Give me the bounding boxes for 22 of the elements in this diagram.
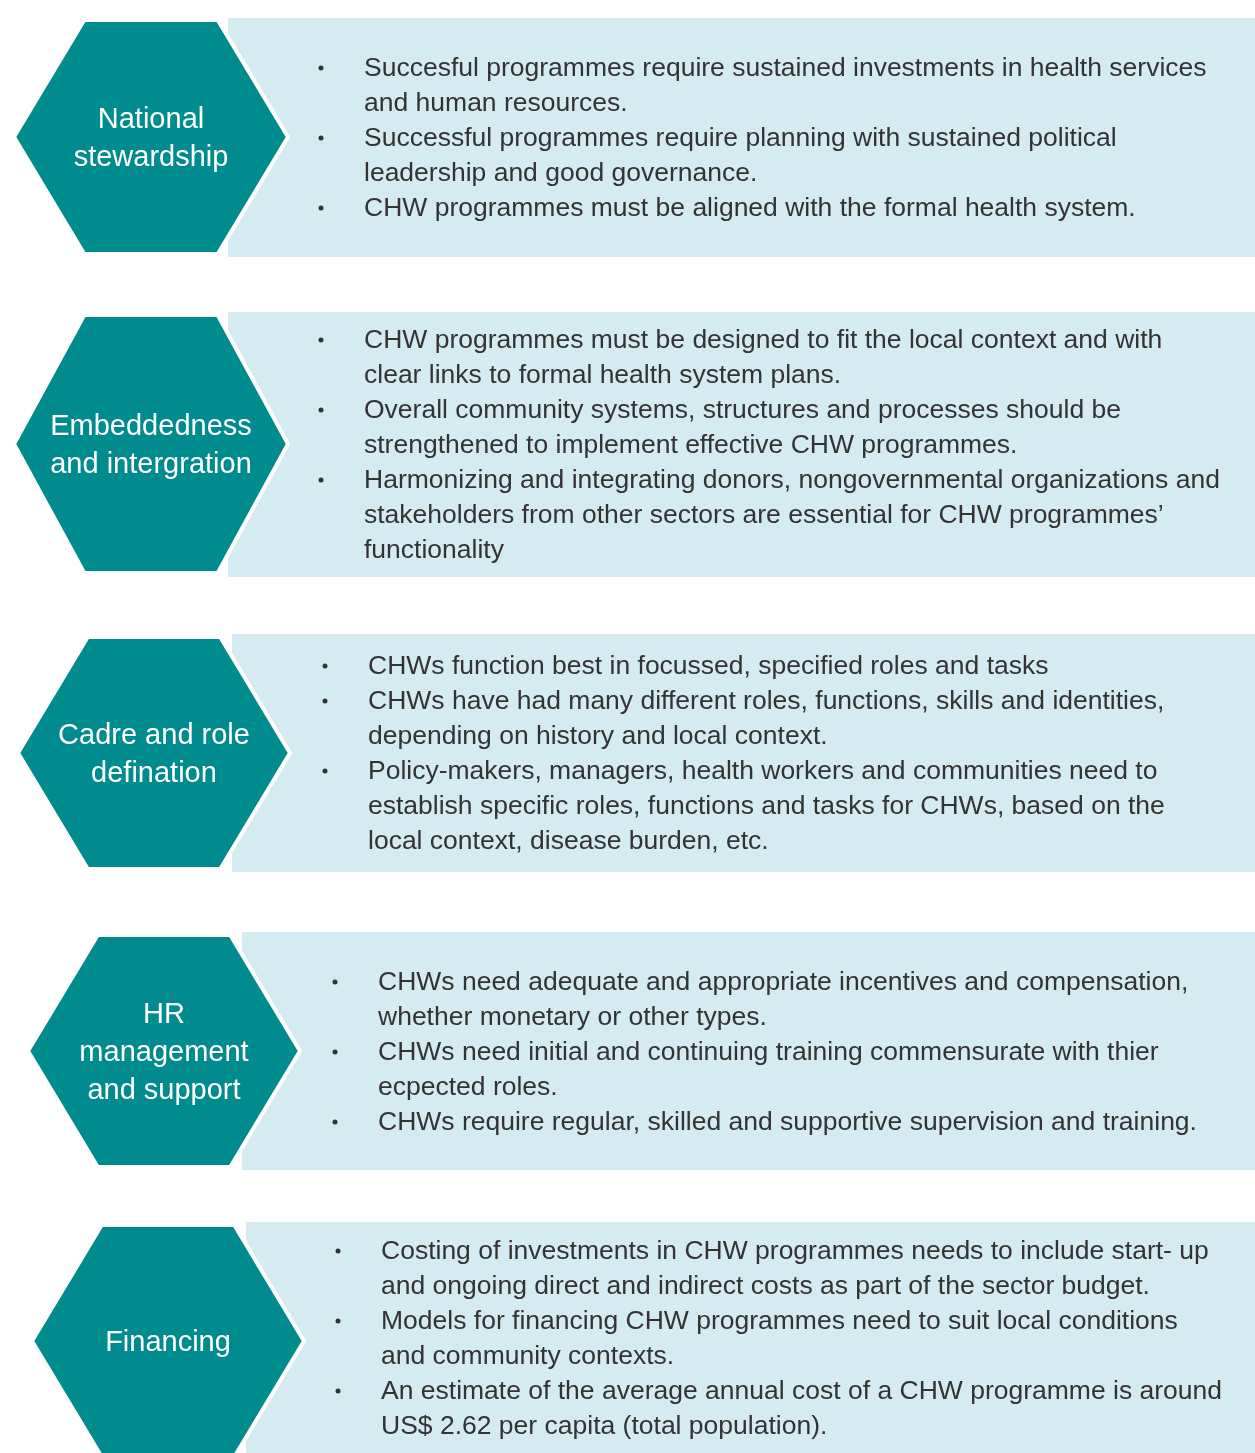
heading-text: Financing	[104, 1324, 232, 1359]
bullet-text: CHWs need initial and continuing training commensurate with thier ecpected roles.	[378, 1035, 1159, 1101]
bullet-text: Overall community systems, structures and processes should be strengthened to implement effective CHW programmes.	[364, 394, 1122, 459]
info-panel	[246, 1222, 1255, 1453]
bullet-text: Harmonizing and integrating donors, nongovernmental organizations and stakeholders from other sectors are essential for CHW programmes’ functionality	[364, 464, 1220, 564]
heading-text: HR management and support	[78, 996, 250, 1107]
bullet-text: Succesful programmes require sustained investments in health services and human resources.	[364, 52, 1207, 117]
bullet-text: CHW programmes must be aligned with the formal health system.	[364, 192, 1136, 222]
heading-text: Embeddedness and intergration	[49, 408, 253, 481]
heading-text: National stewardship	[72, 101, 230, 174]
bullet-text: CHWs require regular, skilled and supportive supervision and training.	[378, 1105, 1197, 1136]
bullet-text: CHWs function best in focussed, specified roles and tasks	[368, 650, 1049, 680]
heading-text: Cadre and role defination	[57, 717, 251, 790]
bullet-text: An estimate of the average annual cost of a CHW programme is around US$ 2.62 per capita (total population).	[381, 1374, 1223, 1440]
bullet-text: Policy-makers, managers, health workers and communities need to establish specific roles, functions and tasks for CHWs, based on the local context, disease burden, etc.	[368, 755, 1165, 855]
bullet-text: Models for financing CHW programmes need to suit local conditions and community contexts.	[381, 1304, 1178, 1370]
bullet-text: Successful programmes require planning with sustained political leadership and good governance.	[364, 122, 1117, 187]
bullet-text: CHW programmes must be designed to fit the local context and with clear links to formal health system plans.	[364, 324, 1163, 389]
bullet-text: CHWs have had many different roles, functions, skills and identities, depending on history and local context.	[368, 685, 1165, 750]
info-panel	[228, 18, 1255, 257]
bullet-text: Costing of investments in CHW programmes needs to include start- up and ongoing direct and indirect costs as part of the sector budget.	[381, 1234, 1209, 1300]
bullet-text: CHWs need adequate and appropriate incentives and compensation, whether monetary or other types.	[378, 965, 1189, 1031]
